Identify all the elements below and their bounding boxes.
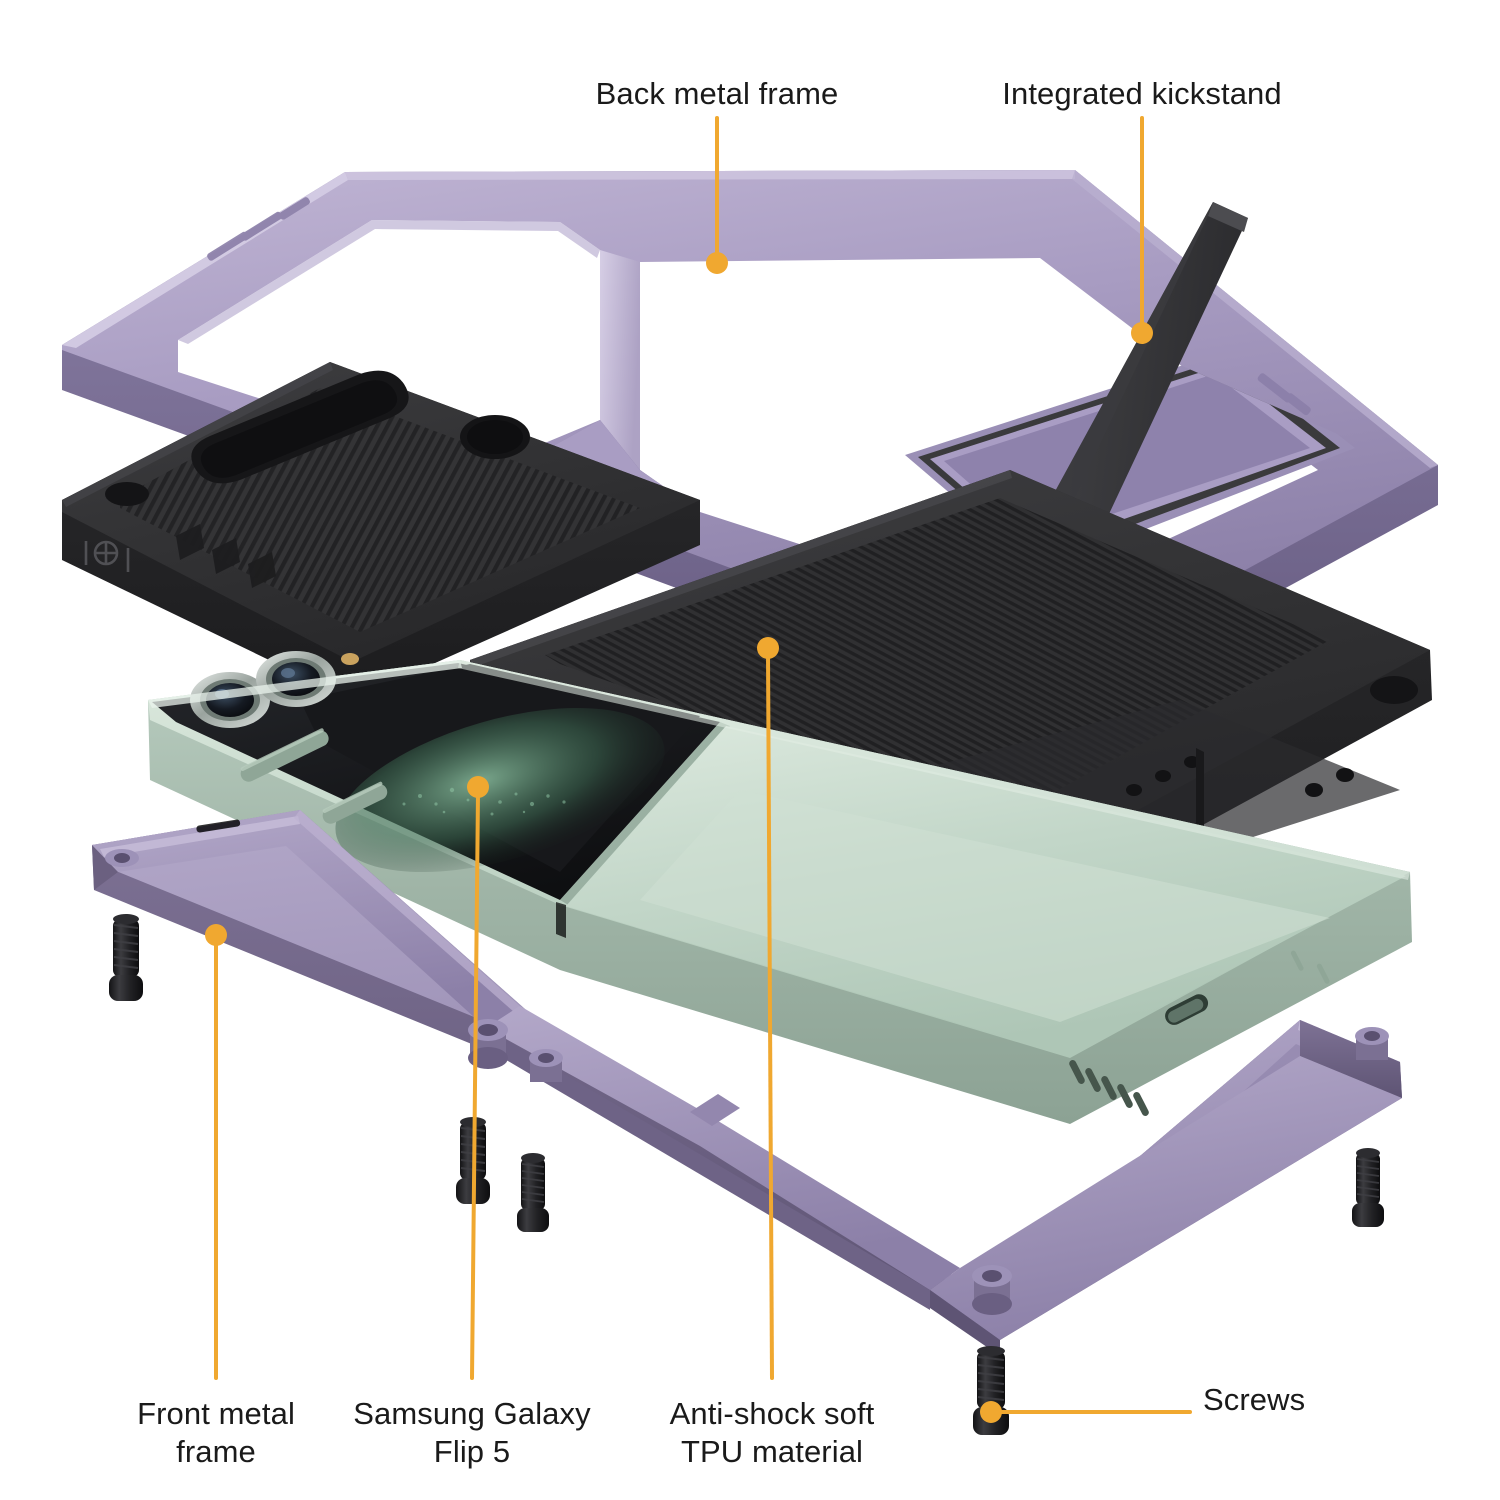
callout-integrated-kickstand <box>1131 116 1153 344</box>
callout-leader-lines <box>205 116 1192 1423</box>
callout-label-samsung-galaxy-flip-5: Samsung Galaxy Flip 5 <box>353 1396 591 1469</box>
callout-dot <box>467 776 489 798</box>
callout-anti-shock-soft-tpu-material <box>757 637 779 1380</box>
callout-label-anti-shock-soft-tpu-material: Anti-shock soft TPU material <box>669 1396 875 1469</box>
callout-front-metal-frame <box>205 924 227 1380</box>
callout-dot <box>980 1401 1002 1423</box>
callout-dot <box>706 252 728 274</box>
callout-dot <box>1131 322 1153 344</box>
callout-label-back-metal-frame: Back metal frame <box>595 76 839 111</box>
callout-label-screws: Screws <box>1203 1382 1306 1417</box>
callout-leader-line <box>766 652 774 1380</box>
callout-dot <box>205 924 227 946</box>
callout-dot <box>757 637 779 659</box>
tpu-shell-art <box>62 362 1432 930</box>
callout-samsung-galaxy-flip-5 <box>467 776 489 1380</box>
front-metal-frame-art <box>92 810 1402 1356</box>
callout-label-integrated-kickstand: Integrated kickstand <box>1002 76 1282 111</box>
callout-label-front-metal-frame: Front metal frame <box>137 1396 295 1469</box>
phone-art <box>148 651 1412 1124</box>
callout-back-metal-frame <box>706 116 728 274</box>
callout-leader-line <box>470 791 480 1380</box>
callout-screws <box>980 1401 1192 1423</box>
